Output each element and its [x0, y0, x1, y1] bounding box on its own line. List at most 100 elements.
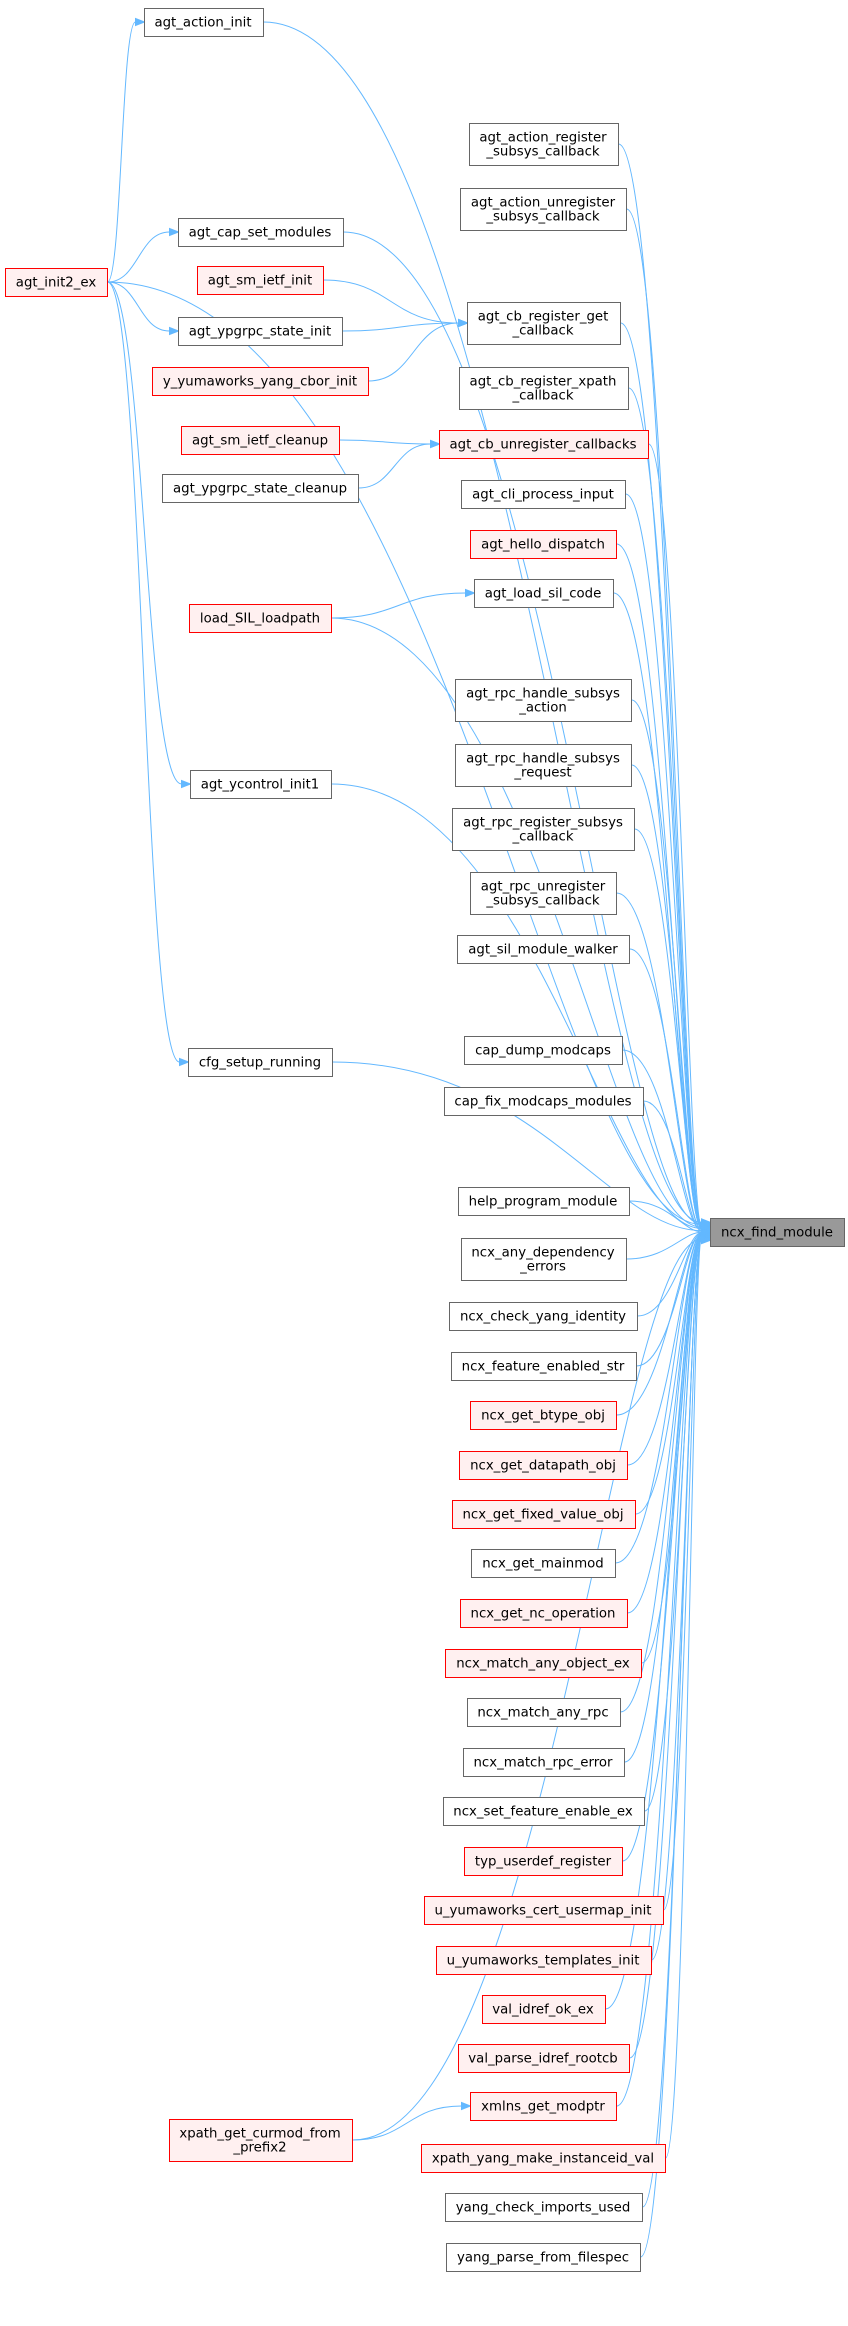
- edge-arrowhead: [179, 1057, 190, 1067]
- node-agt-ycontrol-init1[interactable]: agt_ycontrol_init1: [190, 770, 332, 799]
- node-label: agt_rpc_handle_subsys: [466, 687, 620, 702]
- edge-line: [368, 322, 459, 382]
- node-agt-sil-module-walker[interactable]: agt_sil_module_walker: [457, 935, 630, 964]
- edge-line: [263, 21, 702, 1223]
- node-box: [461, 1238, 627, 1281]
- node-agt-cli-process-input[interactable]: agt_cli_process_input: [461, 480, 626, 509]
- edge-line: [643, 1100, 702, 1232]
- node-box: [471, 1549, 616, 1578]
- node-xpath-get-curmod-from-prefix2[interactable]: xpath_get_curmod_from_prefix2: [169, 2119, 353, 2162]
- node-agt-hello-dispatch[interactable]: agt_hello_dispatch: [470, 530, 617, 559]
- node-agt-cb-unregister-callbacks[interactable]: agt_cb_unregister_callbacks: [439, 430, 649, 459]
- node-box: [457, 935, 630, 964]
- edge-line: [629, 1238, 702, 2059]
- edge-line: [665, 1238, 702, 2159]
- node-yang-check-imports-used[interactable]: yang_check_imports_used: [445, 2193, 643, 2222]
- node-label: ncx_get_nc_operation: [471, 1607, 616, 1622]
- node-agt-cap-set-modules[interactable]: agt_cap_set_modules: [178, 218, 344, 247]
- node-ncx-match-any-object-ex[interactable]: ncx_match_any_object_ex: [445, 1649, 642, 1678]
- edge-line: [637, 1232, 702, 1317]
- node-ncx-get-datapath-obj[interactable]: ncx_get_datapath_obj: [459, 1451, 628, 1480]
- node-ncx-check-yang-identity[interactable]: ncx_check_yang_identity: [449, 1302, 638, 1331]
- node-label: agt_sm_ietf_init: [208, 274, 312, 289]
- node-box: [459, 1451, 628, 1480]
- node-label: agt_action_unregister: [471, 196, 616, 211]
- node-label: _subsys_callback: [485, 145, 600, 160]
- node-ncx-get-fixed-value-obj[interactable]: ncx_get_fixed_value_obj: [452, 1500, 636, 1529]
- edge-agt-ypgrpc-state-init-to-agt-cb-register-get-callback: [342, 318, 469, 332]
- node-label: _errors: [519, 1260, 566, 1275]
- node-label: agt_cap_set_modules: [189, 226, 332, 241]
- node-label: agt_load_sil_code: [485, 587, 602, 602]
- node-agt-ypgrpc-state-cleanup[interactable]: agt_ypgrpc_state_cleanup: [162, 474, 359, 503]
- node-agt-cb-register-get-callback[interactable]: agt_cb_register_get_callback: [467, 302, 621, 345]
- node-agt-sm-ietf-cleanup[interactable]: agt_sm_ietf_cleanup: [181, 426, 340, 455]
- node-cap-dump-modcaps[interactable]: cap_dump_modcaps: [464, 1036, 623, 1065]
- node-agt-action-init[interactable]: agt_action_init: [144, 8, 264, 37]
- node-help-program-module[interactable]: help_program_module: [458, 1187, 630, 1216]
- node-agt-init2-ex[interactable]: agt_init2_ex: [5, 268, 108, 297]
- node-agt-action-unregister-subsys-callback[interactable]: agt_action_unregister_subsys_callback: [460, 188, 627, 231]
- node-agt-rpc-handle-subsys-request[interactable]: agt_rpc_handle_subsys_request: [455, 744, 632, 787]
- node-xpath-yang-make-instanceid-val[interactable]: xpath_yang_make_instanceid_val: [421, 2144, 666, 2173]
- node-xmlns-get-modptr[interactable]: xmlns_get_modptr: [470, 2092, 617, 2121]
- edge-line: [107, 21, 136, 283]
- node-ncx-find-module[interactable]: ncx_find_module: [710, 1218, 845, 1247]
- node-typ-userdef-register[interactable]: typ_userdef_register: [464, 1847, 623, 1876]
- node-agt-load-sil-code[interactable]: agt_load_sil_code: [474, 579, 614, 608]
- node-label: _subsys_callback: [485, 210, 600, 225]
- node-label: agt_cb_register_get: [478, 310, 609, 325]
- node-agt-ypgrpc-state-init[interactable]: agt_ypgrpc_state_init: [178, 317, 343, 346]
- node-ncx-match-rpc-error[interactable]: ncx_match_rpc_error: [463, 1748, 625, 1777]
- node-box: [459, 367, 629, 410]
- edge-line: [629, 1200, 702, 1233]
- node-box: [5, 268, 108, 297]
- node-ncx-any-dependency-errors[interactable]: ncx_any_dependency_errors: [461, 1238, 627, 1281]
- node-ncx-feature-enabled-str[interactable]: ncx_feature_enabled_str: [451, 1352, 637, 1381]
- node-yang-parse-from-filespec[interactable]: yang_parse_from_filespec: [446, 2243, 641, 2272]
- node-label: agt_ycontrol_init1: [201, 778, 320, 793]
- edge-line: [107, 281, 170, 332]
- node-val-idref-ok-ex[interactable]: val_idref_ok_ex: [482, 1995, 606, 2024]
- edge-agt-sm-ietf-cleanup-to-agt-cb-unregister-callbacks: [339, 439, 441, 449]
- node-label: agt_ypgrpc_state_cleanup: [173, 482, 347, 497]
- node-box: [464, 1036, 623, 1065]
- node-label: val_idref_ok_ex: [492, 2003, 594, 2018]
- node-u-yumaworks-cert-usermap-init[interactable]: u_yumaworks_cert_usermap_init: [424, 1896, 664, 1925]
- node-agt-rpc-unregister-subsys-callback[interactable]: agt_rpc_unregister_subsys_callback: [470, 872, 617, 915]
- node-ncx-match-any-rpc[interactable]: ncx_match_any_rpc: [467, 1698, 621, 1727]
- edge-line: [343, 231, 702, 1225]
- edge-arrowhead: [430, 439, 441, 449]
- node-label: agt_cb_register_xpath: [470, 375, 617, 390]
- node-box: [460, 188, 627, 231]
- node-y-yumaworks-yang-cbor-init[interactable]: y_yumaworks_yang_cbor_init: [152, 367, 369, 396]
- edge-arrowhead: [465, 588, 476, 598]
- edge-line: [640, 1239, 702, 2258]
- edge-line: [648, 443, 702, 1227]
- node-label: agt_init2_ex: [16, 276, 97, 291]
- node-cap-fix-modcaps-modules[interactable]: cap_fix_modcaps_modules: [444, 1087, 644, 1116]
- node-u-yumaworks-templates-init[interactable]: u_yumaworks_templates_init: [436, 1946, 652, 1975]
- node-label: agt_action_register: [479, 131, 607, 146]
- node-ncx-get-btype-obj[interactable]: ncx_get_btype_obj: [470, 1401, 617, 1430]
- node-agt-cb-register-xpath-callback[interactable]: agt_cb_register_xpath_callback: [459, 367, 629, 410]
- node-box: [446, 2243, 641, 2272]
- node-ncx-get-nc-operation[interactable]: ncx_get_nc_operation: [460, 1599, 628, 1628]
- node-val-parse-idref-rootcb[interactable]: val_parse_idref_rootcb: [458, 2044, 630, 2073]
- node-label: yang_parse_from_filespec: [457, 2251, 629, 2266]
- node-label: agt_action_init: [154, 16, 251, 31]
- node-label: ncx_check_yang_identity: [460, 1310, 626, 1325]
- edge-agt-rpc-register-subsys-callback-to-ncx-find-module: [634, 828, 712, 1234]
- node-box: [181, 426, 340, 455]
- node-load-SIL-loadpath[interactable]: load_SIL_loadpath: [189, 604, 332, 633]
- node-cfg-setup-running[interactable]: cfg_setup_running: [188, 1048, 333, 1077]
- node-ncx-get-mainmod[interactable]: ncx_get_mainmod: [471, 1549, 616, 1578]
- node-agt-rpc-register-subsys-callback[interactable]: agt_rpc_register_subsys_callback: [452, 808, 635, 851]
- edge-line: [352, 2105, 462, 2141]
- node-ncx-set-feature-enable-ex[interactable]: ncx_set_feature_enable_ex: [443, 1797, 645, 1826]
- node-agt-rpc-handle-subsys-action[interactable]: agt_rpc_handle_subsys_action: [455, 679, 632, 722]
- node-box: [190, 770, 332, 799]
- node-agt-sm-ietf-init[interactable]: agt_sm_ietf_init: [197, 266, 324, 295]
- node-agt-action-register-subsys-callback[interactable]: agt_action_register_subsys_callback: [469, 123, 619, 166]
